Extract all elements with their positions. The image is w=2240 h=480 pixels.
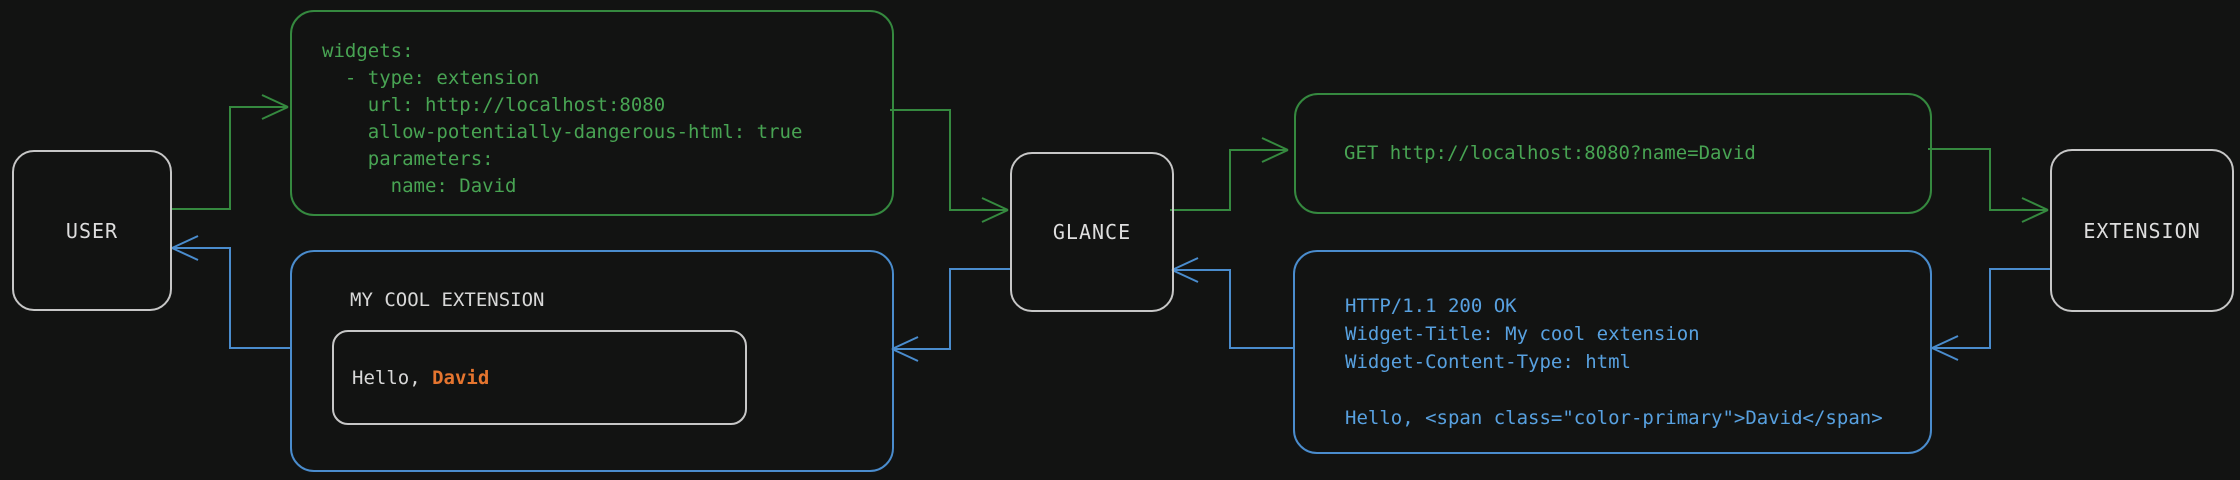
config-yaml-box: widgets: - type: extension url: http://l…: [290, 10, 894, 216]
rendered-widget-box: [290, 250, 894, 472]
user-node-label: USER: [65, 218, 119, 243]
http-request-text: GET http://localhost:8080?name=David: [1344, 142, 1756, 164]
response-to-glance-arrow: [1171, 257, 1293, 349]
request-to-extension-arrow: [1928, 148, 2049, 223]
user-node: USER: [12, 150, 172, 311]
extension-to-response-arrow: [1931, 268, 2050, 361]
extension-node-label: EXTENSION: [2083, 218, 2201, 243]
greeting-prefix-text: Hello,: [352, 366, 433, 389]
glance-node: GLANCE: [1010, 152, 1174, 312]
glance-to-widget-arrow: [891, 268, 1010, 362]
http-response-text: HTTP/1.1 200 OK Widget-Title: My cool ex…: [1345, 295, 1883, 429]
widget-title: MY COOL EXTENSION: [350, 289, 545, 311]
user-to-config-arrow: [170, 94, 289, 210]
config-to-glance-arrow: [890, 109, 1009, 223]
glance-node-label: GLANCE: [1052, 220, 1132, 244]
http-response-box: HTTP/1.1 200 OK Widget-Title: My cool ex…: [1293, 250, 1932, 454]
widget-to-user-arrow: [171, 235, 290, 349]
widget-greeting-box: Hello, David: [332, 330, 747, 425]
config-yaml-code: widgets: - type: extension url: http://l…: [322, 40, 803, 197]
http-request-box: GET http://localhost:8080?name=David: [1294, 93, 1932, 214]
greeting-name-text: David: [432, 366, 490, 389]
glance-to-request-arrow: [1170, 137, 1289, 211]
extension-node: EXTENSION: [2050, 149, 2234, 312]
